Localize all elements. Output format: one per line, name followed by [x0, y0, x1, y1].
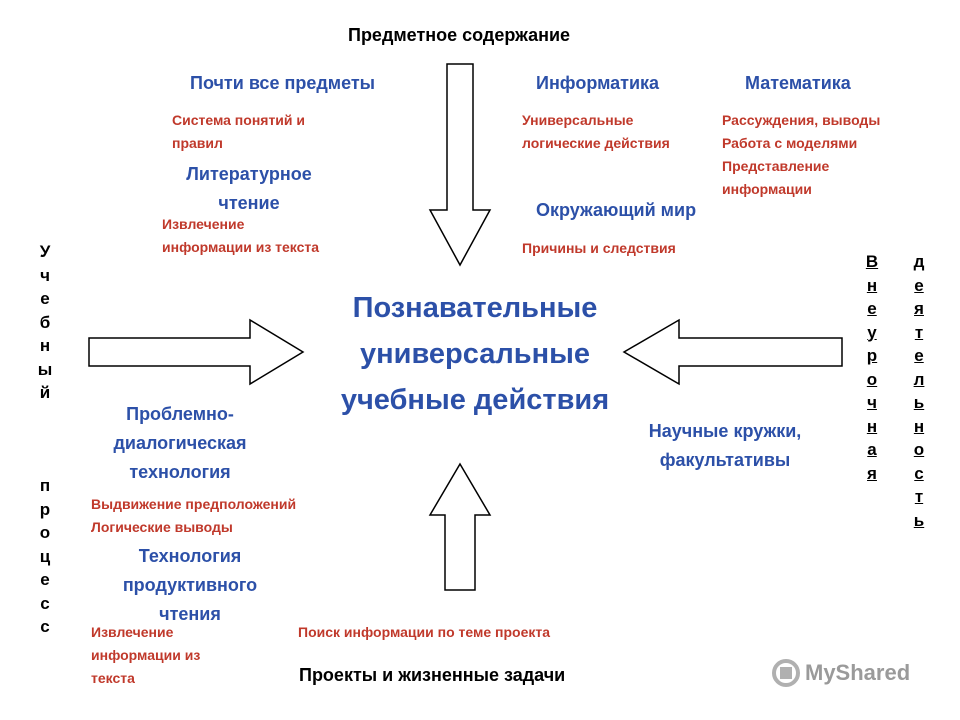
vertical-letter: р — [39, 499, 51, 519]
tech-productive-reading: Технология продуктивного чтения — [105, 542, 275, 629]
vertical-letter: т — [914, 322, 924, 342]
note-project-search: Поиск информации по теме проекта — [298, 624, 550, 640]
vertical-letter: с — [40, 593, 50, 613]
vertical-letter: о — [913, 440, 925, 459]
vertical-letter: н — [866, 416, 878, 436]
note-concepts: Система понятий и правил — [172, 109, 305, 155]
note-logic-actions: Универсальные логические действия — [522, 109, 670, 155]
center-title-line2: универсальные — [359, 338, 591, 370]
subject-math: Математика — [745, 73, 851, 93]
note-logic-actions-line1: Универсальные — [522, 112, 634, 128]
tech-science-circles-line2: факультативы — [659, 450, 791, 470]
vertical-letter: я — [867, 463, 877, 483]
vertical-letter: а — [867, 440, 877, 459]
note-concepts-line2: правил — [172, 135, 223, 151]
tech-productive-reading-line2: продуктивного — [122, 575, 258, 595]
subject-world: Окружающий мир — [536, 200, 697, 220]
vertical-letter: е — [867, 299, 877, 318]
note-extract-2-line3: текста — [91, 670, 135, 686]
note-hypotheses-line1: Выдвижение предположений — [91, 496, 297, 512]
vertical-letter: ч — [867, 393, 877, 412]
note-math-line4: информации — [722, 181, 812, 197]
tech-problem-dialog-line3: технология — [129, 462, 231, 482]
tech-productive-reading-line1: Технология — [138, 546, 242, 566]
center-title-line1: Познавательные — [352, 292, 598, 324]
vertical-letter: б — [39, 312, 51, 332]
arrow-right — [88, 318, 305, 386]
tech-productive-reading-line3: чтения — [159, 604, 221, 624]
vertical-letter: с — [40, 617, 50, 636]
center-title-line3: учебные действия — [340, 384, 610, 416]
vertical-letter: е — [914, 275, 924, 295]
center-title: Познавательные универсальные учебные дей… — [300, 285, 650, 423]
note-math-line1: Рассуждения, выводы — [722, 112, 881, 128]
note-extract-1: Извлечение информации из текста — [162, 213, 319, 259]
vertical-letter: р — [866, 346, 878, 365]
note-hypotheses-line2: Логические выводы — [91, 519, 233, 535]
vertical-letter: д — [913, 252, 925, 271]
note-logic-actions-line2: логические действия — [522, 135, 670, 151]
note-extract-2-line2: информации из — [91, 647, 201, 663]
vertical-letter: е — [914, 346, 924, 365]
note-hypotheses: Выдвижение предположений Логические выво… — [91, 493, 296, 539]
vertical-letter: н — [913, 416, 925, 436]
vertical-letter: с — [914, 463, 924, 483]
subject-literary-reading: Литературное чтение — [176, 160, 322, 218]
vertical-letter: й — [39, 383, 51, 402]
subject-literary-reading-line2: чтение — [218, 193, 280, 213]
vertical-letter: т — [914, 487, 924, 506]
subject-informatics: Информатика — [536, 73, 660, 93]
arrow-down — [428, 63, 492, 267]
vertical-letter: ц — [39, 546, 51, 566]
vertical-letter: н — [39, 336, 51, 355]
vertical-letter: о — [39, 523, 51, 542]
vertical-letter: ы — [37, 359, 53, 379]
vertical-letter: о — [866, 369, 878, 389]
vertical-letter: е — [40, 570, 50, 589]
note-concepts-line1: Система понятий и — [172, 112, 306, 128]
vertical-letter: ь — [913, 393, 925, 412]
vertical-letter: В — [865, 252, 879, 271]
tech-problem-dialog-line2: диалогическая — [113, 433, 247, 453]
note-causes: Причины и следствия — [522, 240, 676, 256]
tech-science-circles: Научные кружки, факультативы — [620, 417, 830, 475]
vertical-letter: н — [866, 275, 878, 295]
note-math-line3: Представление — [722, 158, 830, 174]
header-title: Предметное содержание — [348, 25, 571, 45]
arrow-up — [428, 462, 492, 591]
vertical-letter: ь — [913, 510, 925, 530]
tech-problem-dialog-line1: Проблемно- — [126, 404, 234, 424]
tech-problem-dialog: Проблемно- диалогическая технология — [95, 400, 265, 487]
note-extract-1-line2: информации из текста — [162, 239, 320, 255]
vertical-letter: л — [913, 369, 925, 389]
note-math-line2: Работа с моделями — [722, 135, 858, 151]
watermark-text: MyShared — [805, 660, 911, 685]
subject-almost-all: Почти все предметы — [190, 73, 376, 93]
vertical-letter: ч — [40, 265, 50, 285]
arrow-left — [622, 318, 843, 386]
note-extract-2: Извлечение информации из текста — [91, 621, 200, 690]
vertical-letter: У — [39, 242, 51, 261]
vertical-letter: я — [914, 299, 924, 318]
note-math: Рассуждения, выводы Работа с моделями Пр… — [722, 109, 880, 201]
vertical-letter: е — [40, 289, 50, 308]
note-extract-2-line1: Извлечение — [91, 624, 174, 640]
vertical-letter: у — [867, 322, 877, 342]
note-extract-1-line1: Извлечение — [162, 216, 245, 232]
myshared-logo-icon — [772, 659, 800, 687]
footer-projects: Проекты и жизненные задачи — [299, 665, 566, 685]
vertical-letter: п — [39, 476, 51, 495]
tech-science-circles-line1: Научные кружки, — [648, 421, 802, 441]
subject-literary-reading-line1: Литературное — [186, 164, 312, 184]
